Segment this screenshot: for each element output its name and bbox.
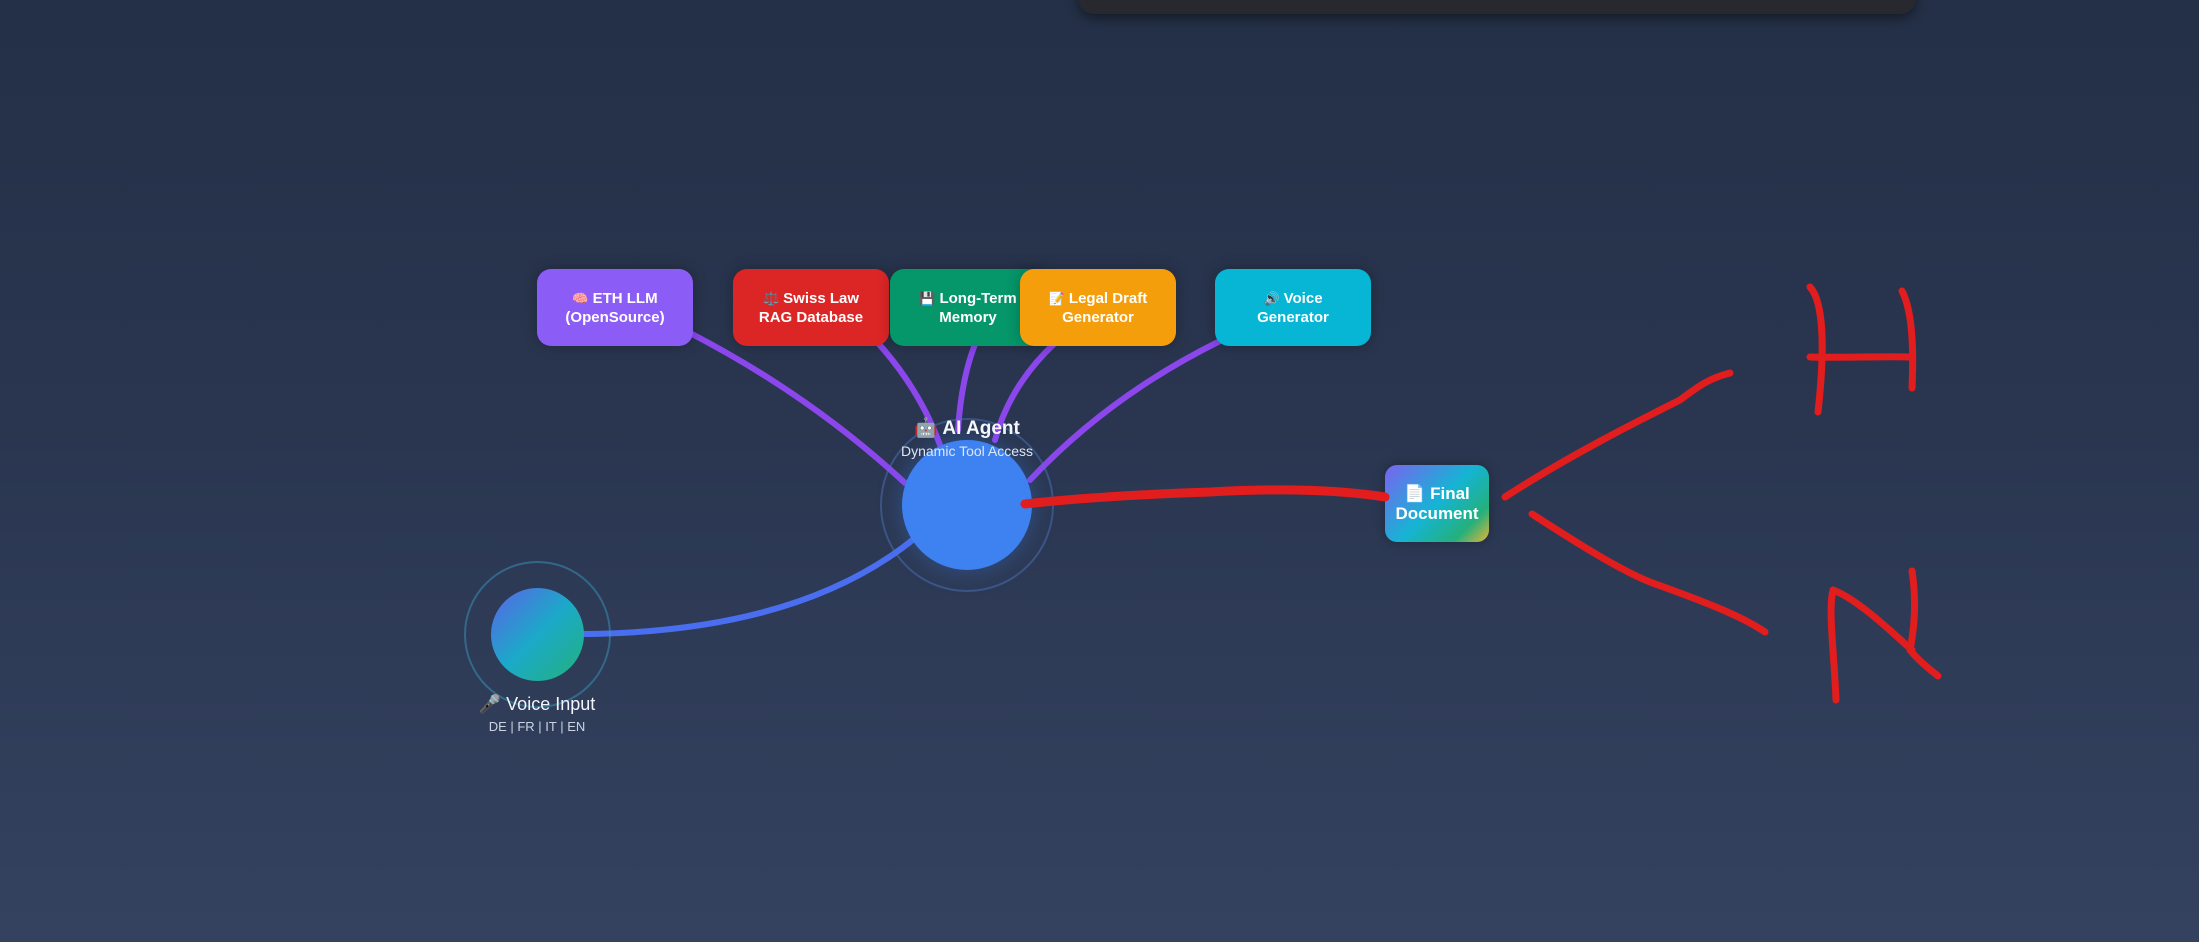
tool-label: Voice: [1283, 289, 1323, 307]
tool-voice-generator[interactable]: 🔊Voice Generator: [1215, 269, 1371, 346]
agent-node[interactable]: [902, 440, 1032, 570]
voice-input-title: 🎤 Voice Input: [437, 694, 637, 715]
final-document-label: Document: [1395, 503, 1479, 523]
annotation-branch-lower: [1528, 510, 1769, 636]
tool-label: Swiss Law: [783, 289, 860, 307]
tool-legal-draft[interactable]: 📝Legal Draft Generator: [1020, 269, 1176, 346]
tool-swiss-law[interactable]: ⚖️Swiss Law RAG Database: [733, 269, 889, 346]
tool-label: RAG Database: [758, 308, 864, 326]
scales-icon: ⚖️: [762, 290, 780, 306]
annotation-number-2: [1827, 567, 1942, 704]
voice-input-title-text: Voice Input: [506, 694, 596, 714]
tool-label: (OpenSource): [565, 308, 665, 326]
top-panel: [1078, 0, 1916, 14]
tool-label: Long-Term: [939, 289, 1017, 307]
agent-subtitle: Dynamic Tool Access: [900, 443, 1033, 459]
tool-label: Memory: [939, 308, 997, 326]
annotation-number-1: [1806, 283, 1917, 416]
annotation-arrow-to-final: [1020, 485, 1390, 509]
connector-eth-llm: [687, 330, 908, 486]
microphone-icon: 🎤: [478, 694, 502, 714]
tool-label: ETH LLM: [592, 289, 658, 307]
connector-voice-input: [581, 535, 918, 637]
robot-icon: 🤖: [914, 418, 938, 439]
voice-input-languages: DE | FR | IT | EN: [488, 719, 586, 734]
connector-voice-generator: [1027, 337, 1225, 483]
tool-eth-llm[interactable]: 🧠ETH LLM (OpenSource): [537, 269, 693, 346]
brain-icon: 🧠: [572, 290, 589, 306]
final-document-node[interactable]: 📄 Final Document: [1385, 465, 1489, 542]
tool-label: Generator: [1062, 308, 1134, 326]
final-document-label: Final: [1430, 483, 1470, 503]
speaker-icon: 🔊: [1263, 290, 1280, 306]
tool-label: Generator: [1257, 308, 1329, 326]
document-icon: 📄: [1404, 483, 1426, 503]
agent-title: 🤖 AI Agent: [867, 416, 1067, 440]
voice-input-node[interactable]: [491, 588, 584, 681]
agent-title-text: AI Agent: [942, 418, 1020, 439]
memo-icon: 📝: [1048, 290, 1065, 306]
annotation-branch-upper: [1501, 369, 1734, 501]
floppy-disk-icon: 💾: [919, 290, 936, 306]
voice-input-ring: [464, 561, 611, 708]
tool-label: Legal Draft: [1068, 289, 1148, 307]
